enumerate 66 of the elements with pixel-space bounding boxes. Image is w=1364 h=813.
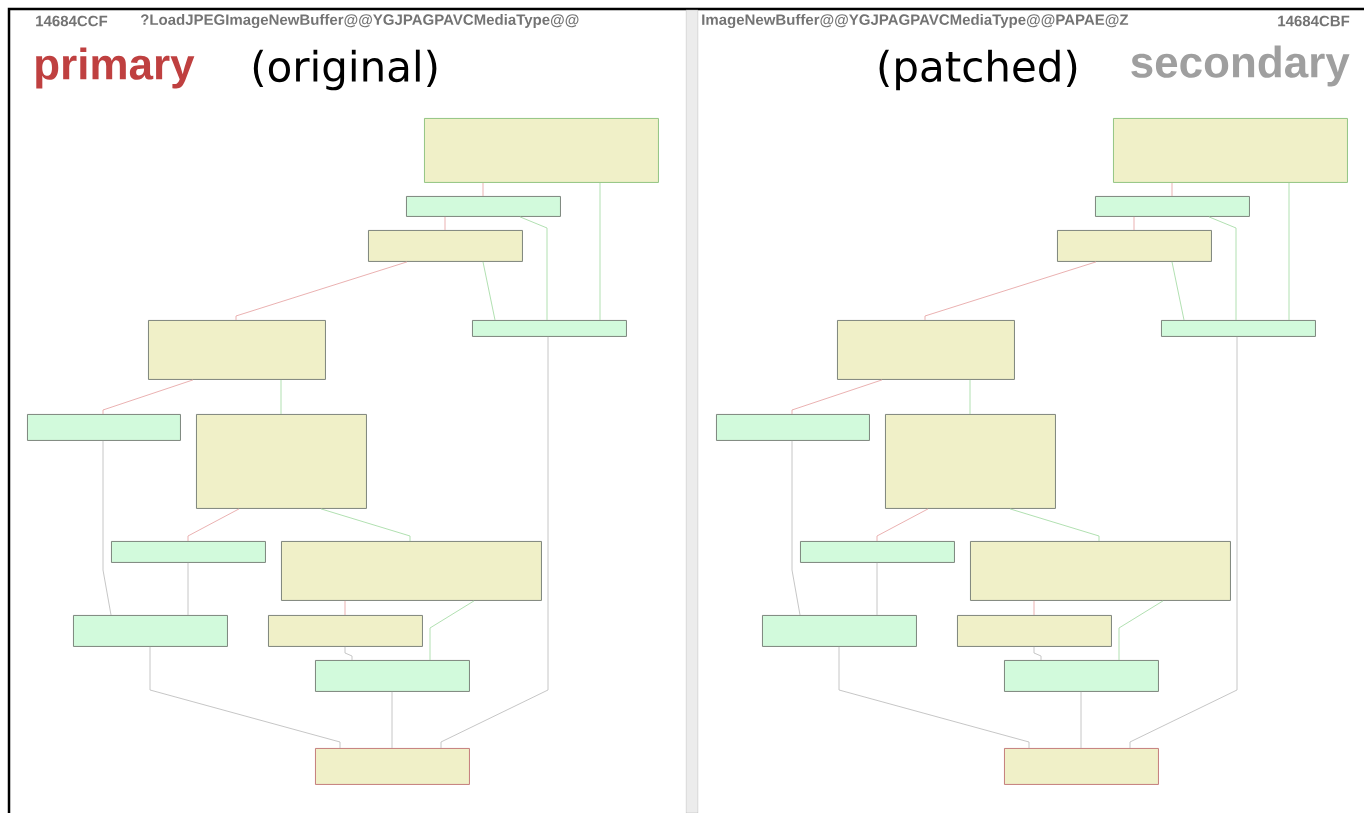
- panel-title: primary: [36, 47, 195, 89]
- block-box: [1057, 230, 1212, 262]
- panel-subtitle: (patched): [879, 49, 1077, 91]
- address-label: 14684CCF: [36, 15, 108, 27]
- block-box: [111, 541, 266, 563]
- connector-line: [482, 182, 484, 197]
- block-box: [1113, 118, 1348, 183]
- connector-line: [1171, 182, 1173, 197]
- connector-line: [344, 646, 353, 661]
- connector-line: [838, 646, 1030, 749]
- connector-line: [102, 379, 194, 415]
- block-box: [970, 541, 1231, 601]
- block-box: [406, 196, 561, 217]
- block-box: [1004, 660, 1159, 692]
- connector-line: [1133, 216, 1135, 231]
- connector-line: [791, 440, 801, 616]
- connector-line: [429, 600, 475, 661]
- block-box: [368, 230, 523, 262]
- connector-line: [444, 216, 446, 231]
- connector-line: [482, 261, 496, 321]
- connector-line: [924, 261, 1097, 321]
- connector-line: [235, 261, 408, 321]
- block-box: [716, 414, 870, 441]
- panel-title: secondary: [1131, 45, 1350, 87]
- connector-line: [969, 379, 971, 415]
- connector-line: [149, 646, 341, 749]
- connector-line: [440, 336, 549, 749]
- block-box: [315, 748, 470, 785]
- block-box: [1161, 320, 1316, 337]
- block-box: [885, 414, 1056, 509]
- function-name: ImageNewBuffer@@YGJPAGPAVCMediaType@@PAPAE@Z: [702, 13, 1129, 29]
- connector-line: [599, 182, 601, 321]
- block-box: [1095, 196, 1250, 217]
- connector-line: [280, 379, 282, 415]
- block-box: [837, 320, 1015, 380]
- block-box: [27, 414, 181, 441]
- connector-line: [1009, 508, 1100, 542]
- connector-line: [1171, 261, 1185, 321]
- connector-line: [1288, 182, 1290, 321]
- block-box: [281, 541, 542, 601]
- connector-line: [1208, 216, 1237, 321]
- block-box: [1004, 748, 1159, 785]
- panel-subtitle: (original): [253, 49, 437, 91]
- block-box: [424, 118, 659, 183]
- connector-line: [876, 508, 929, 542]
- function-name: ?LoadJPEGImageNewBuffer@@YGJPAGPAVCMediaType@@: [140, 13, 579, 29]
- address-label: 14684CBF: [1278, 15, 1350, 27]
- block-box: [957, 615, 1112, 647]
- connector-line: [320, 508, 411, 542]
- block-box: [472, 320, 627, 337]
- connector-line: [344, 600, 346, 616]
- block-box: [73, 615, 228, 647]
- connector-line: [1118, 600, 1164, 661]
- connector-line: [187, 508, 240, 542]
- block-box: [268, 615, 423, 647]
- block-box: [762, 615, 917, 647]
- connector-line: [1129, 336, 1238, 749]
- connector-line: [1033, 600, 1035, 616]
- connector-line: [102, 440, 112, 616]
- block-box: [196, 414, 367, 509]
- connector-line: [791, 379, 883, 415]
- block-box: [148, 320, 326, 380]
- block-box: [800, 541, 955, 563]
- block-box: [315, 660, 470, 692]
- connector-line: [519, 216, 548, 321]
- connector-line: [1033, 646, 1042, 661]
